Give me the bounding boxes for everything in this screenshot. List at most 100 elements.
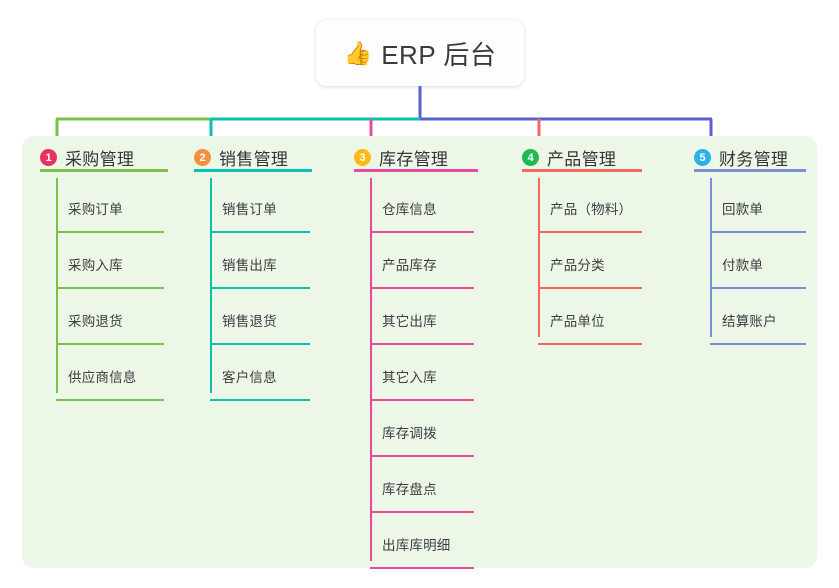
list-item-label: 产品分类 bbox=[550, 258, 605, 273]
list-item-underline bbox=[710, 231, 806, 233]
list-item-underline bbox=[56, 231, 164, 233]
list-item[interactable]: 客户信息 bbox=[194, 354, 310, 410]
list-item[interactable]: 库存盘点 bbox=[354, 466, 474, 522]
list-item-underline bbox=[210, 399, 310, 401]
item-spine-line bbox=[370, 178, 372, 561]
category-underline bbox=[354, 169, 478, 172]
item-spine-line bbox=[710, 178, 712, 337]
category-header-2[interactable]: 2 销售管理 bbox=[194, 136, 312, 178]
list-item[interactable]: 采购订单 bbox=[40, 186, 164, 242]
category-item-list: 回款单付款单结算账户 bbox=[694, 178, 806, 354]
list-item-label: 其它出库 bbox=[382, 314, 437, 329]
category-underline bbox=[522, 169, 642, 172]
list-item-underline bbox=[370, 231, 474, 233]
category-header-3[interactable]: 3 库存管理 bbox=[354, 136, 478, 178]
category-item-list: 仓库信息产品库存其它出库其它入库库存调拨库存盘点出库库明细 bbox=[354, 178, 474, 578]
list-item-underline bbox=[370, 455, 474, 457]
category-number-badge: 4 bbox=[522, 149, 539, 166]
item-spine-line bbox=[538, 178, 540, 337]
list-item-underline bbox=[56, 287, 164, 289]
item-spine-line bbox=[56, 178, 58, 393]
list-item-underline bbox=[538, 287, 642, 289]
category-item-list: 产品（物料） 产品分类产品单位 bbox=[522, 178, 642, 354]
root-node-label: ERP 后台 bbox=[381, 39, 497, 70]
category-column-4: 4 产品管理产品（物料） 产品分类产品单位 bbox=[522, 136, 642, 354]
item-spine-line bbox=[210, 178, 212, 393]
list-item-underline bbox=[710, 287, 806, 289]
list-item-label: 付款单 bbox=[722, 258, 764, 273]
list-item-label: 产品单位 bbox=[550, 314, 605, 329]
list-item-underline bbox=[370, 287, 474, 289]
list-item-underline bbox=[538, 343, 642, 345]
list-item-label: 销售订单 bbox=[222, 202, 277, 217]
list-item-underline bbox=[210, 343, 310, 345]
category-number-badge: 2 bbox=[194, 149, 211, 166]
category-title: 销售管理 bbox=[219, 149, 289, 169]
category-title: 库存管理 bbox=[379, 149, 449, 169]
list-item[interactable]: 出库库明细 bbox=[354, 522, 474, 578]
root-node-erp-backend[interactable]: 👍 ERP 后台 bbox=[316, 20, 524, 86]
category-underline bbox=[40, 169, 168, 172]
list-item[interactable]: 回款单 bbox=[694, 186, 806, 242]
list-item-underline bbox=[56, 399, 164, 401]
category-title: 产品管理 bbox=[547, 149, 617, 169]
list-item-underline bbox=[370, 567, 474, 569]
category-column-3: 3 库存管理仓库信息产品库存其它出库其它入库库存调拨库存盘点出库库明细 bbox=[354, 136, 478, 578]
thumbs-up-icon: 👍 bbox=[343, 39, 373, 66]
list-item[interactable]: 产品库存 bbox=[354, 242, 474, 298]
list-item-label: 采购订单 bbox=[68, 202, 123, 217]
list-item[interactable]: 销售出库 bbox=[194, 242, 310, 298]
list-item[interactable]: 其它出库 bbox=[354, 298, 474, 354]
category-column-5: 5 财务管理回款单付款单结算账户 bbox=[694, 136, 806, 354]
list-item-underline bbox=[210, 287, 310, 289]
list-item[interactable]: 结算账户 bbox=[694, 298, 806, 354]
list-item-label: 库存调拨 bbox=[382, 426, 437, 441]
list-item-underline bbox=[370, 399, 474, 401]
list-item-underline bbox=[370, 343, 474, 345]
list-item[interactable]: 产品单位 bbox=[522, 298, 642, 354]
list-item-label: 销售出库 bbox=[222, 258, 277, 273]
list-item-label: 产品（物料） bbox=[550, 202, 633, 217]
list-item-label: 客户信息 bbox=[222, 370, 277, 385]
list-item[interactable]: 采购入库 bbox=[40, 242, 164, 298]
list-item-label: 库存盘点 bbox=[382, 482, 437, 497]
category-number-badge: 5 bbox=[694, 149, 711, 166]
list-item-label: 出库库明细 bbox=[382, 538, 451, 553]
list-item[interactable]: 供应商信息 bbox=[40, 354, 164, 410]
category-title: 财务管理 bbox=[719, 149, 789, 169]
list-item-label: 其它入库 bbox=[382, 370, 437, 385]
category-column-2: 2 销售管理销售订单销售出库销售退货客户信息 bbox=[194, 136, 312, 410]
list-item-underline bbox=[370, 511, 474, 513]
list-item-underline bbox=[710, 343, 806, 345]
list-item-label: 结算账户 bbox=[722, 314, 777, 329]
list-item[interactable]: 销售订单 bbox=[194, 186, 310, 242]
category-underline bbox=[694, 169, 806, 172]
list-item-underline bbox=[538, 231, 642, 233]
list-item[interactable]: 库存调拨 bbox=[354, 410, 474, 466]
list-item-label: 产品库存 bbox=[382, 258, 437, 273]
list-item-label: 供应商信息 bbox=[68, 370, 137, 385]
category-number-badge: 3 bbox=[354, 149, 371, 166]
list-item[interactable]: 产品（物料） bbox=[522, 186, 642, 242]
category-item-list: 采购订单采购入库采购退货供应商信息 bbox=[40, 178, 164, 410]
list-item-underline bbox=[56, 343, 164, 345]
list-item[interactable]: 仓库信息 bbox=[354, 186, 474, 242]
category-header-5[interactable]: 5 财务管理 bbox=[694, 136, 806, 178]
list-item-label: 销售退货 bbox=[222, 314, 277, 329]
category-item-list: 销售订单销售出库销售退货客户信息 bbox=[194, 178, 310, 410]
list-item-label: 采购退货 bbox=[68, 314, 123, 329]
list-item-label: 采购入库 bbox=[68, 258, 123, 273]
list-item-label: 回款单 bbox=[722, 202, 764, 217]
list-item[interactable]: 销售退货 bbox=[194, 298, 310, 354]
category-header-4[interactable]: 4 产品管理 bbox=[522, 136, 642, 178]
list-item[interactable]: 付款单 bbox=[694, 242, 806, 298]
list-item[interactable]: 产品分类 bbox=[522, 242, 642, 298]
category-title: 采购管理 bbox=[65, 149, 135, 169]
list-item[interactable]: 其它入库 bbox=[354, 354, 474, 410]
list-item[interactable]: 采购退货 bbox=[40, 298, 164, 354]
category-underline bbox=[194, 169, 312, 172]
